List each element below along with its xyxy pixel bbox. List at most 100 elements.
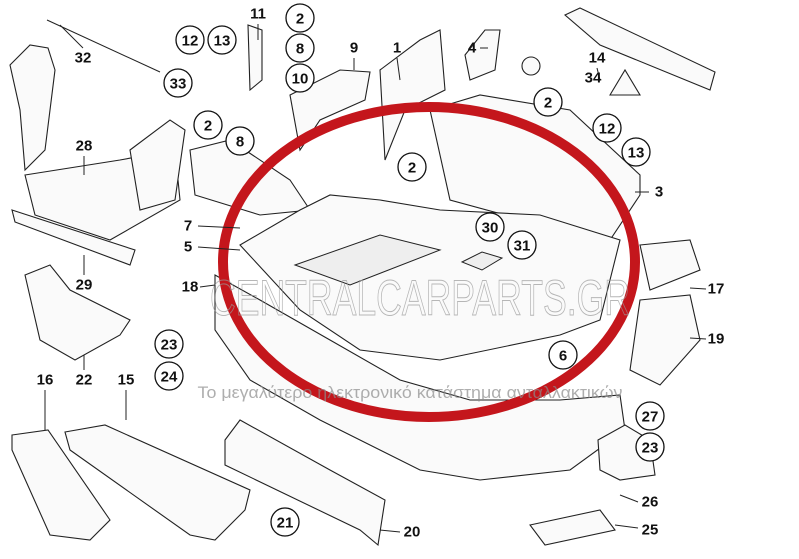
callout-number: 6: [559, 348, 567, 365]
leader-line: [59, 24, 84, 49]
callout-circle: [548, 340, 578, 370]
callout-22: 22: [76, 372, 93, 389]
circled-callout-2: 2: [193, 110, 223, 140]
callout-number: 2: [296, 11, 304, 28]
part-3-radiator-duct: [429, 94, 641, 241]
callout-number: 21: [277, 515, 294, 532]
leader-lines: [44, 24, 707, 533]
part-17: [639, 239, 701, 291]
callout-number: 23: [642, 440, 659, 457]
callout-34: 34: [585, 70, 602, 87]
callout-32: 32: [75, 50, 92, 67]
callout-circle: [207, 25, 237, 55]
circled-callout-33: 33: [163, 68, 193, 98]
callout-circle: [175, 25, 205, 55]
callout-number: 2: [204, 118, 212, 135]
callout-circle: [193, 110, 223, 140]
callout-19: 19: [708, 331, 725, 348]
watermark-brand: CENTRALCARPARTS.GR: [210, 270, 630, 326]
part-29-strip: [11, 209, 136, 266]
circled-callout-21: 21: [270, 507, 300, 537]
part-panel-vent: [460, 251, 504, 271]
callout-15: 15: [118, 372, 135, 389]
circled-callout-2: 2: [533, 87, 563, 117]
callout-11: 11: [250, 6, 266, 23]
circled-callout-13: 13: [621, 137, 651, 167]
circled-callout-24: 24: [154, 361, 184, 391]
callout-number: 8: [296, 41, 304, 58]
part-15: [64, 424, 251, 541]
part-clip: [521, 56, 541, 76]
leader-line: [614, 524, 639, 529]
leader-line: [197, 246, 241, 251]
watermark-tagline: Το μεγαλύτερο ηλεκτρονικό κατάστημα αντα…: [198, 383, 623, 402]
leader-line: [596, 67, 601, 81]
part-left-bracket: [129, 119, 186, 211]
callout-number: 8: [236, 134, 244, 151]
circled-callout-12: 12: [592, 113, 622, 143]
leader-line: [379, 529, 401, 533]
circled-callout-23: 23: [154, 329, 184, 359]
callout-circle: [163, 68, 193, 98]
circled-callout-8: 8: [285, 33, 315, 63]
leader-line: [199, 284, 216, 288]
highlight-ellipse: [218, 102, 640, 422]
callout-1: 1: [393, 40, 401, 57]
callout-circle: [475, 212, 505, 242]
circled-callout-6: 6: [548, 340, 578, 370]
callout-16: 16: [37, 372, 54, 389]
callout-number: 24: [161, 369, 178, 386]
callout-number: 27: [642, 409, 659, 426]
callout-4: 4: [468, 40, 477, 57]
callout-28: 28: [76, 138, 93, 155]
callout-29: 29: [76, 277, 93, 294]
callout-number: 13: [214, 33, 231, 50]
circled-callout-27: 27: [635, 401, 665, 431]
part-rod: [46, 19, 161, 73]
part-20: [224, 419, 386, 547]
callout-circle: [592, 113, 622, 143]
callout-5: 5: [184, 239, 192, 256]
leader-line: [689, 287, 707, 290]
callout-number: 13: [628, 145, 645, 162]
callout-number: 33: [170, 76, 187, 93]
callout-7: 7: [184, 218, 192, 235]
circled-callout-23: 23: [635, 432, 665, 462]
callout-number: 31: [514, 238, 531, 255]
watermark: CENTRALCARPARTS.GR Το μεγαλύτερο ηλεκτρο…: [198, 270, 631, 403]
callout-14: 14: [589, 50, 606, 67]
part-4: [464, 29, 501, 81]
part-1: [379, 29, 446, 161]
callout-circle: [154, 361, 184, 391]
part-22: [24, 264, 131, 361]
callout-25: 25: [642, 522, 659, 539]
callout-26: 26: [642, 494, 659, 511]
callout-number: 23: [161, 337, 178, 354]
circled-callout-2: 2: [285, 3, 315, 33]
part-16: [11, 429, 111, 541]
circled-callout-12: 12: [175, 25, 205, 55]
leader-line: [197, 225, 241, 229]
leader-line: [689, 337, 707, 340]
circled-callout-30: 30: [475, 212, 505, 242]
callout-9: 9: [350, 40, 358, 57]
callout-number: 2: [544, 95, 552, 112]
callout-circle: [270, 507, 300, 537]
callout-circle: [285, 3, 315, 33]
callout-circle: [635, 401, 665, 431]
part-11: [247, 24, 263, 92]
part-left-duct: [9, 44, 56, 172]
part-14: [563, 7, 716, 91]
callout-number: 12: [599, 121, 616, 138]
callout-18: 18: [182, 279, 199, 296]
callout-circle: [621, 137, 651, 167]
part-34-warning: [609, 68, 641, 96]
circled-callout-2: 2: [397, 152, 427, 182]
callout-circle: [533, 87, 563, 117]
callout-circle: [154, 329, 184, 359]
callout-circle: [285, 63, 315, 93]
leader-line: [396, 57, 401, 81]
callout-circle: [285, 33, 315, 63]
